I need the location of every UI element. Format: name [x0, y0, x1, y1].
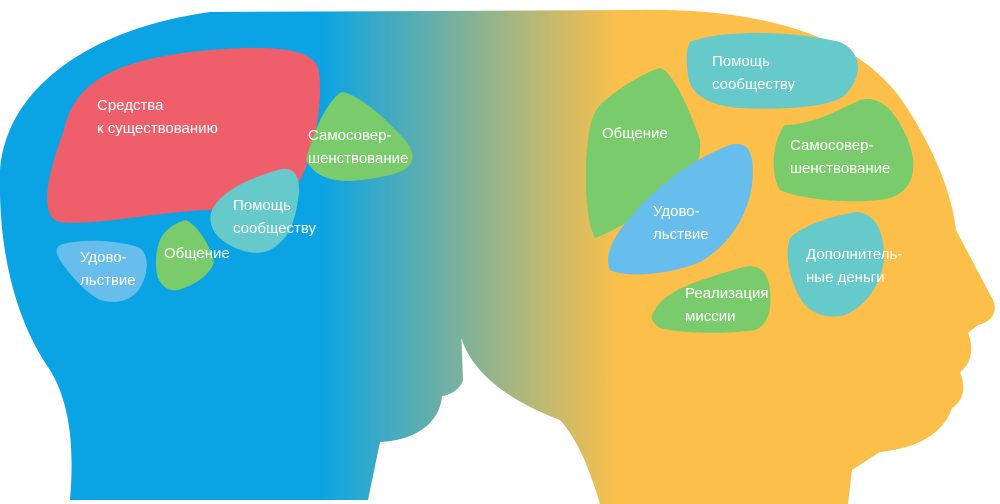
- right-mission-region: [651, 266, 771, 333]
- label-line: Общение: [602, 125, 668, 142]
- label-line: Средства: [97, 97, 164, 114]
- left-self-improvement-label: Самосовер- шенствование: [308, 127, 408, 167]
- label-line: Помощь: [233, 197, 291, 214]
- right-communication-label: Общение: [602, 125, 668, 142]
- right-pleasure-region: [608, 144, 753, 275]
- left-self-improvement-region: [306, 92, 413, 181]
- left-community-help-label: Помощь сообществу: [233, 197, 316, 237]
- label-line: Общение: [164, 245, 230, 262]
- right-extra-money-region: [787, 212, 884, 317]
- right-self-improvement-region: [773, 99, 914, 202]
- label-line: Удово-: [653, 203, 700, 220]
- left-community-help-region: [210, 168, 300, 253]
- left-pleasure-label: Удово- льствие: [80, 249, 136, 289]
- label-line: Самосовер-: [790, 137, 874, 154]
- label-line: льствие: [653, 226, 709, 243]
- label-line: шенствование: [308, 150, 408, 167]
- left-communication-region: [156, 220, 214, 291]
- label-line: Помощь: [712, 53, 770, 70]
- label-line: Самосовер-: [308, 127, 392, 144]
- left-sustenance-label: Средства к существованию: [97, 97, 218, 137]
- left-communication-label: Общение: [164, 245, 230, 262]
- label-line: шенствование: [790, 160, 890, 177]
- right-pleasure-label: Удово- льствие: [653, 203, 709, 243]
- right-mission-label: Реализация миссии: [685, 285, 773, 325]
- label-line: сообществу: [712, 76, 795, 93]
- label-line: Дополнитель-: [806, 246, 902, 263]
- label-line: льствие: [80, 272, 136, 289]
- right-self-improvement-label: Самосовер- шенствование: [790, 137, 890, 177]
- label-line: сообществу: [233, 220, 316, 237]
- label-line: ные деньги: [806, 269, 885, 286]
- right-community-help-region: [686, 33, 858, 109]
- label-line: Удово-: [80, 249, 127, 266]
- label-line: к существованию: [97, 120, 218, 137]
- label-line: миссии: [685, 308, 735, 325]
- label-line: Реализация: [685, 285, 768, 302]
- right-community-help-label: Помощь сообществу: [712, 53, 795, 93]
- left-pleasure-region: [56, 240, 147, 302]
- right-extra-money-label: Дополнитель- ные деньги: [806, 246, 907, 286]
